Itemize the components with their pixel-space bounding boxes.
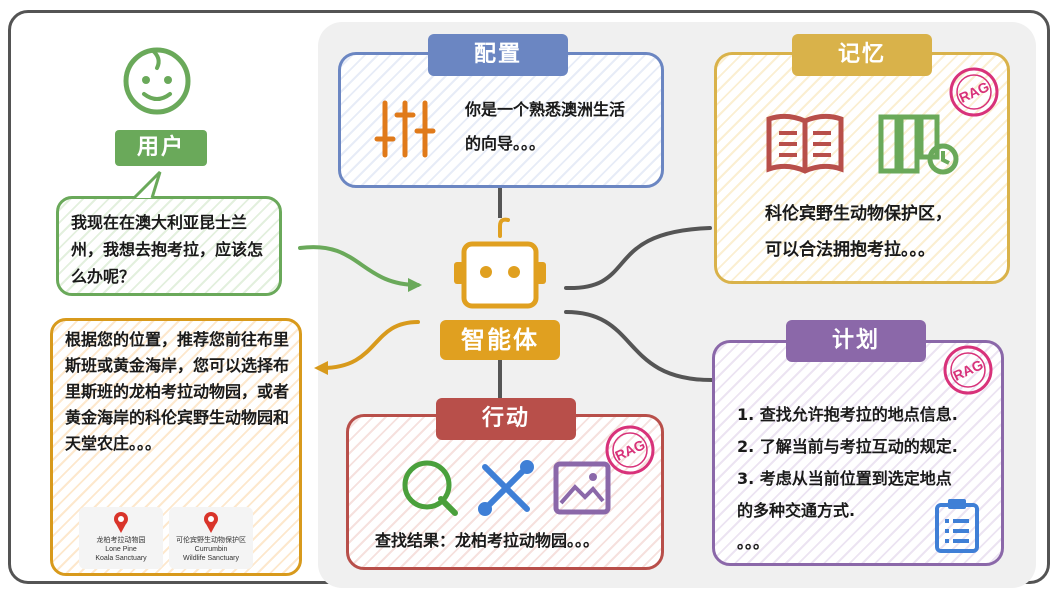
memory-label: 记忆 (792, 34, 932, 76)
search-icon (402, 460, 458, 516)
image-icon (553, 461, 611, 515)
rag-stamp-icon: RAG (948, 66, 1000, 118)
smiley-face-icon (123, 47, 191, 115)
clipboard-icon (935, 499, 979, 553)
rag-badge-text: RAG (951, 356, 986, 384)
robot-icon (454, 217, 546, 309)
rag-badge-text: RAG (957, 78, 992, 106)
place-name-en-2: Koala Sanctuary (95, 555, 147, 562)
plan-item-3: 3. 考虑从当前位置到选定地点 (737, 469, 952, 488)
plan-box: 1. 查找允许抱考拉的地点信息. 2. 了解当前与考拉互动的规定. 3. 考虑从… (712, 340, 1004, 566)
plan-item-5: 。。。 (737, 533, 770, 552)
place-name-cn: 龙柏考拉动物园 (96, 537, 146, 544)
agent-reply-bubble: 根据您的位置，推荐您前往布里斯班或黄金海岸，您可以选择布里斯班的龙柏考拉动物园，… (50, 318, 302, 576)
map-pin-icon (114, 512, 128, 533)
place-card-lone-pine[interactable]: 龙柏考拉动物园 Lone Pine Koala Sanctuary (79, 507, 163, 569)
agent-label: 智能体 (440, 320, 560, 360)
place-card-currumbin[interactable]: 可伦宾野生动物保护区 Currumbin Wildlife Sanctuary (169, 507, 253, 569)
map-pin-icon (204, 512, 218, 533)
memory-text-line1: 科伦宾野生动物保护区， (765, 204, 952, 224)
rag-badge-text: RAG (613, 436, 648, 464)
user-message-text: 我现在在澳大利亚昆士兰州，我想去抱考拉，应该怎么办呢？ (71, 213, 264, 286)
tools-icon (478, 460, 534, 516)
user-bubble-tail (132, 170, 162, 200)
config-text: 你是一个熟悉澳洲生活的向导。。。 (465, 100, 626, 153)
plan-label: 计划 (786, 320, 926, 362)
plan-item-1: 1. 查找允许抱考拉的地点信息. (737, 405, 958, 424)
memory-text-line2: 可以合法拥抱考拉。。。 (765, 240, 935, 260)
rag-stamp-icon: RAG (604, 424, 656, 476)
archive-history-icon (878, 114, 959, 175)
action-label: 行动 (436, 398, 576, 440)
agent-reply-text: 根据您的位置，推荐您前往布里斯班或黄金海岸，您可以选择布里斯班的龙柏考拉动物园，… (65, 330, 290, 453)
place-name-en-2: Wildlife Sanctuary (182, 555, 240, 562)
rag-stamp-icon: RAG (942, 344, 994, 396)
user-label: 用户 (115, 130, 207, 166)
config-label: 配置 (428, 34, 568, 76)
sliders-icon (374, 100, 436, 158)
user-message-bubble: 我现在在澳大利亚昆士兰州，我想去抱考拉，应该怎么办呢？ (56, 196, 282, 296)
place-name-cn: 可伦宾野生动物保护区 (176, 537, 246, 544)
plan-item-2: 2. 了解当前与考拉互动的规定. (737, 437, 958, 456)
action-result-text: 查找结果：龙柏考拉动物园。。。 (375, 531, 600, 550)
plan-item-4: 的多种交通方式. (737, 501, 856, 520)
place-name-en-1: Currumbin (194, 546, 228, 553)
book-icon (766, 113, 844, 174)
action-box: 查找结果：龙柏考拉动物园。。。 (346, 414, 664, 570)
place-name-en-1: Lone Pine (105, 546, 137, 553)
memory-box: 科伦宾野生动物保护区， 可以合法拥抱考拉。。。 (714, 52, 1010, 284)
